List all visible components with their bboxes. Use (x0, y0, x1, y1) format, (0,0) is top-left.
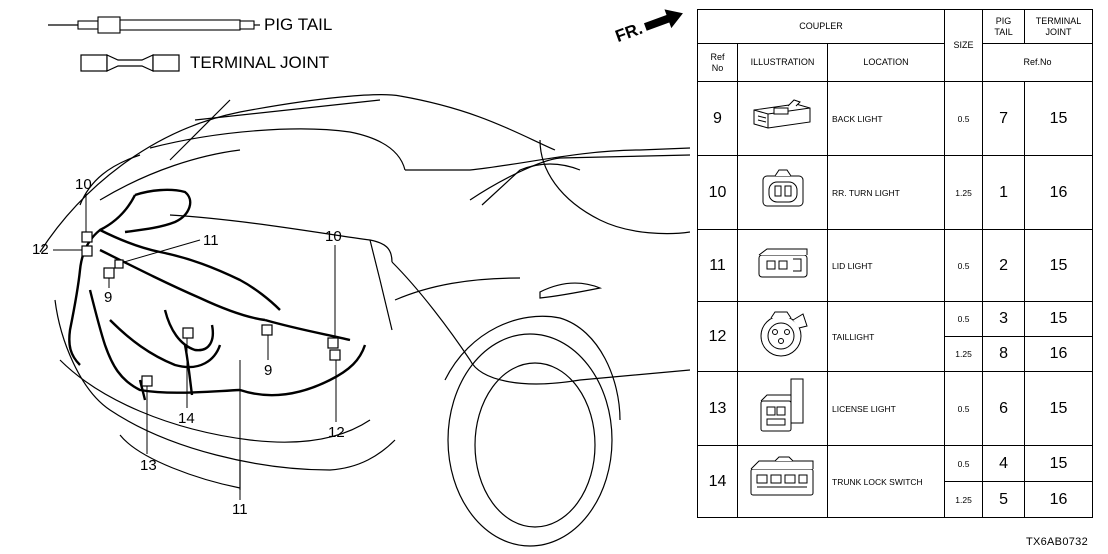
row-ref: 10 (697, 155, 738, 230)
table-row: 1.25 5 16 (698, 481, 1094, 518)
front-indicator: FR. (612, 2, 688, 48)
row-size: 1.25 (944, 336, 984, 372)
illustration-lid-light-coupler-icon (737, 229, 828, 302)
wire-harness (68, 188, 367, 401)
row-size: 0.5 (944, 81, 984, 156)
connector-12-left (81, 245, 93, 257)
illustration-trunk-lock-switch-coupler-icon (737, 445, 828, 518)
row-pig-tail: 6 (982, 371, 1026, 446)
legend-terminal-joint: TERMINAL JOINT (80, 53, 329, 73)
row-location: LID LIGHT (826, 229, 946, 302)
row-pig-tail: 4 (982, 445, 1026, 482)
callout-11-top: 11 (203, 232, 219, 249)
row-location: LICENSE LIGHT (826, 371, 946, 446)
callout-9-mid: 9 (264, 362, 273, 379)
callout-11-bottom: 11 (232, 501, 248, 518)
coupler-table: COUPLER SIZE PIG TAIL TERMINAL JOINT Ref… (696, 9, 1094, 518)
pigtail-label: PIG TAIL (264, 15, 333, 34)
pigtail-icon (48, 16, 260, 34)
row-pig-tail: 1 (982, 155, 1026, 230)
row-terminal-joint: 15 (1024, 301, 1094, 337)
table-row: 12 TAILLIGHT 0.5 3 15 (697, 301, 1094, 372)
connector-14 (182, 327, 194, 339)
row-size: 1.25 (944, 481, 984, 518)
connector-12-right (329, 349, 341, 361)
row-pig-tail: 3 (982, 301, 1026, 337)
row-ref: 14 (697, 445, 738, 518)
connector-10-right (327, 337, 339, 349)
table-row: 11 LID LIGHT 0.5 2 15 (697, 229, 1094, 302)
header-ref-no: Ref No (697, 43, 738, 82)
vehicle-wiring-diagram (39, 94, 690, 547)
callout-12-left: 12 (32, 241, 49, 258)
illustration-taillight-coupler-icon (737, 301, 828, 372)
callout-13: 13 (140, 457, 157, 474)
table-row: 13 LICENSE LIGHT 0.5 6 15 (697, 371, 1094, 446)
header-coupler: COUPLER (696, 9, 946, 44)
row-pig-tail: 7 (982, 81, 1026, 156)
row-location: TRUNK LOCK SWITCH (826, 445, 946, 518)
table-row: 1.25 8 16 (698, 336, 1094, 372)
connector-11-top (114, 259, 124, 269)
header-pig-tail: PIG TAIL (982, 9, 1026, 44)
callout-14: 14 (178, 410, 195, 427)
illustration-back-light-coupler-icon (737, 81, 828, 156)
header-location: LOCATION (826, 43, 946, 82)
legend-pigtail: PIG TAIL (48, 12, 332, 38)
row-ref: 12 (697, 301, 738, 372)
header-ref-no-right: Ref.No (982, 43, 1094, 82)
terminal-joint-icon (80, 54, 180, 72)
row-location: TAILLIGHT (826, 301, 946, 372)
callout-10-left: 10 (75, 176, 92, 193)
header-size: SIZE (944, 9, 984, 82)
connectors (81, 231, 341, 387)
callout-10-right: 10 (325, 228, 342, 245)
row-terminal-joint: 16 (1024, 336, 1094, 372)
row-location: BACK LIGHT (826, 81, 946, 156)
row-size: 0.5 (944, 301, 984, 337)
row-ref: 13 (697, 371, 738, 446)
connector-9-left (103, 267, 115, 279)
row-terminal-joint: 15 (1024, 81, 1094, 156)
connector-13 (141, 375, 153, 387)
connector-9-mid (261, 324, 273, 336)
row-size: 0.5 (944, 371, 984, 446)
car-body-outline (39, 94, 690, 547)
row-ref: 11 (697, 229, 738, 302)
row-ref: 9 (697, 81, 738, 156)
illustration-rr-turn-light-coupler-icon (737, 155, 828, 230)
row-terminal-joint: 16 (1024, 155, 1094, 230)
row-pig-tail: 2 (982, 229, 1026, 302)
illustration-license-light-coupler-icon (737, 371, 828, 446)
callout-9-left: 9 (104, 289, 113, 306)
row-pig-tail: 8 (982, 336, 1026, 372)
table-row: 10 RR. TURN LIGHT 1.25 1 16 (697, 155, 1094, 230)
terminal-joint-label: TERMINAL JOINT (190, 53, 330, 72)
table-row: 14 TRUNK LOCK SWITCH 0.5 4 15 (697, 445, 1094, 518)
header-terminal-joint: TERMINAL JOINT (1024, 9, 1094, 44)
row-size: 0.5 (944, 229, 984, 302)
header-illustration: ILLUSTRATION (737, 43, 828, 82)
row-terminal-joint: 15 (1024, 445, 1094, 482)
row-location: RR. TURN LIGHT (826, 155, 946, 230)
document-code: TX6AB0732 (1025, 536, 1088, 548)
callout-12-right: 12 (328, 424, 345, 441)
table-row: 9 BACK LIGHT 0.5 7 15 (697, 81, 1094, 156)
row-pig-tail: 5 (982, 481, 1026, 518)
row-size: 0.5 (944, 445, 984, 482)
leader-lines (53, 193, 337, 500)
front-arrow-icon (644, 9, 684, 31)
row-size: 1.25 (944, 155, 984, 230)
row-terminal-joint: 15 (1024, 229, 1094, 302)
connector-10-left (81, 231, 93, 243)
row-terminal-joint: 16 (1024, 481, 1094, 518)
row-terminal-joint: 15 (1024, 371, 1094, 446)
